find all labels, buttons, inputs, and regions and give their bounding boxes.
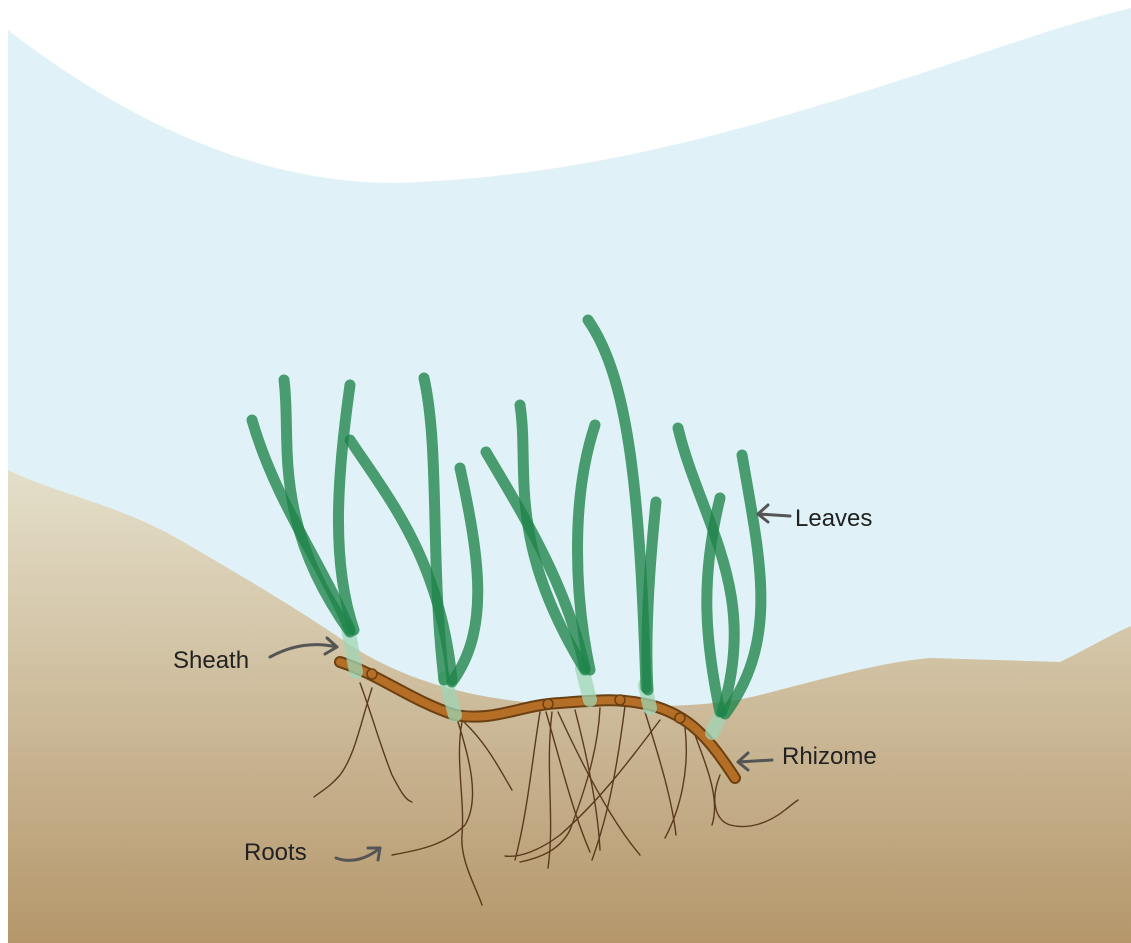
- rhizome-node: [543, 699, 553, 709]
- sheath-label-text: Sheath: [173, 647, 249, 674]
- rhizome-node: [675, 713, 685, 723]
- roots-label-text: Roots: [244, 839, 307, 866]
- rhizome-node: [367, 669, 377, 679]
- rhizome-node: [615, 695, 625, 705]
- rhizome-label-text: Rhizome: [782, 743, 877, 770]
- leaves-label-text: Leaves: [795, 505, 872, 532]
